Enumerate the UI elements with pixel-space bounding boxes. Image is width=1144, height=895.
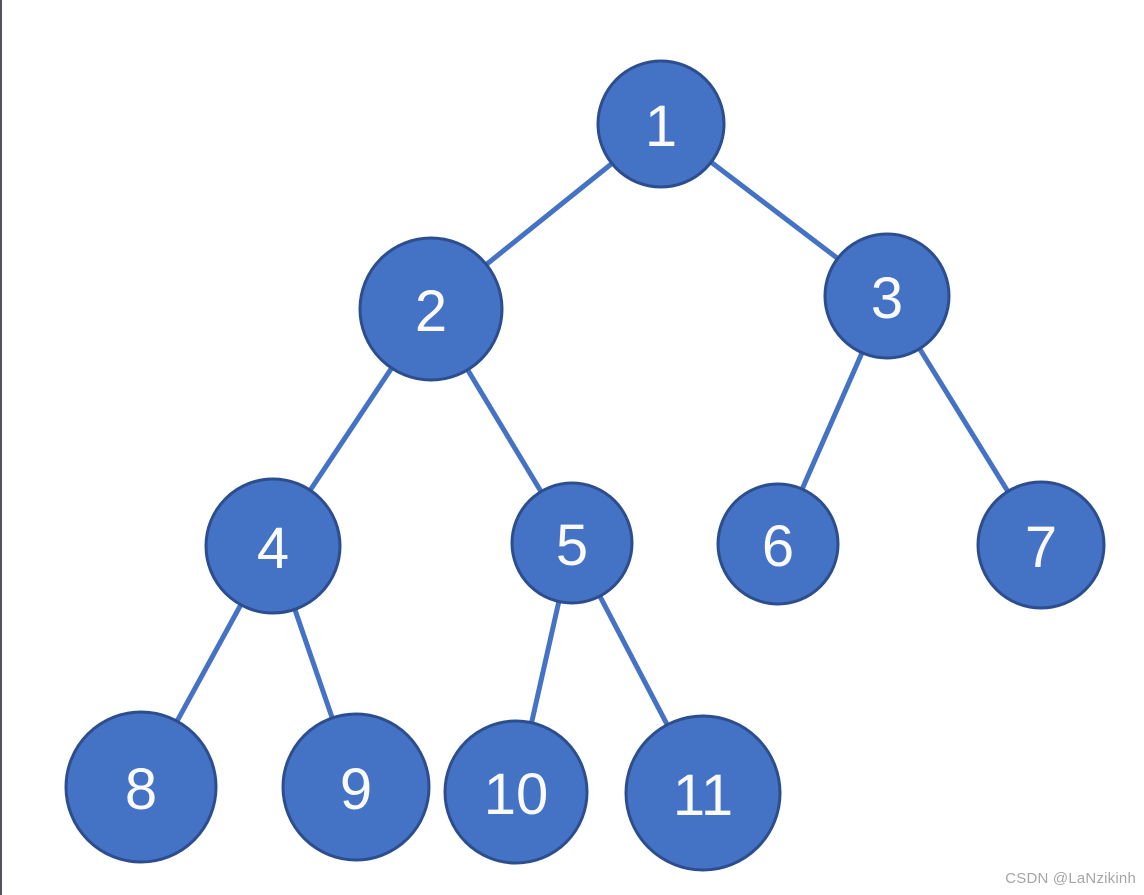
tree-node-9: 9 [281, 712, 431, 862]
tree-node-10: 10 [443, 719, 589, 865]
left-edge-divider [0, 0, 2, 895]
tree-node-6: 6 [716, 482, 840, 606]
tree-node-11: 11 [624, 714, 782, 872]
tree-edges [138, 121, 1044, 796]
tree-node-label: 3 [871, 266, 903, 331]
tree-node-7: 7 [976, 480, 1106, 610]
tree-node-label: 7 [1025, 515, 1057, 580]
tree-node-label: 10 [484, 762, 549, 827]
tree-node-label: 4 [257, 516, 289, 581]
tree-node-circle [823, 232, 951, 360]
tree-node-label: 11 [673, 763, 733, 828]
tree-node-circle [624, 714, 782, 872]
tree-node-5: 5 [510, 481, 634, 605]
tree-node-circle [596, 59, 726, 189]
tree-node-label: 8 [125, 757, 157, 822]
tree-node-1: 1 [596, 59, 726, 189]
csdn-watermark: CSDN @LaNzikinh [1005, 870, 1136, 887]
tree-node-circle [64, 710, 218, 864]
tree-node-label: 2 [415, 279, 447, 344]
tree-node-circle [976, 480, 1106, 610]
tree-node-label: 6 [762, 514, 794, 579]
tree-node-3: 3 [823, 232, 951, 360]
tree-node-circle [204, 477, 342, 615]
tree-node-8: 8 [64, 710, 218, 864]
tree-node-label: 9 [340, 757, 372, 822]
tree-node-circle [358, 236, 504, 382]
tree-node-circle [510, 481, 634, 605]
tree-node-circle [716, 482, 840, 606]
tree-node-circle [281, 712, 431, 862]
tree-node-label: 1 [645, 94, 677, 159]
tree-node-2: 2 [358, 236, 504, 382]
tree-nodes: 1 2 3 4 5 6 7 8 9 10 11 [64, 59, 1106, 872]
tree-node-label: 5 [556, 513, 588, 578]
tree-node-4: 4 [204, 477, 342, 615]
tree-node-circle [443, 719, 589, 865]
